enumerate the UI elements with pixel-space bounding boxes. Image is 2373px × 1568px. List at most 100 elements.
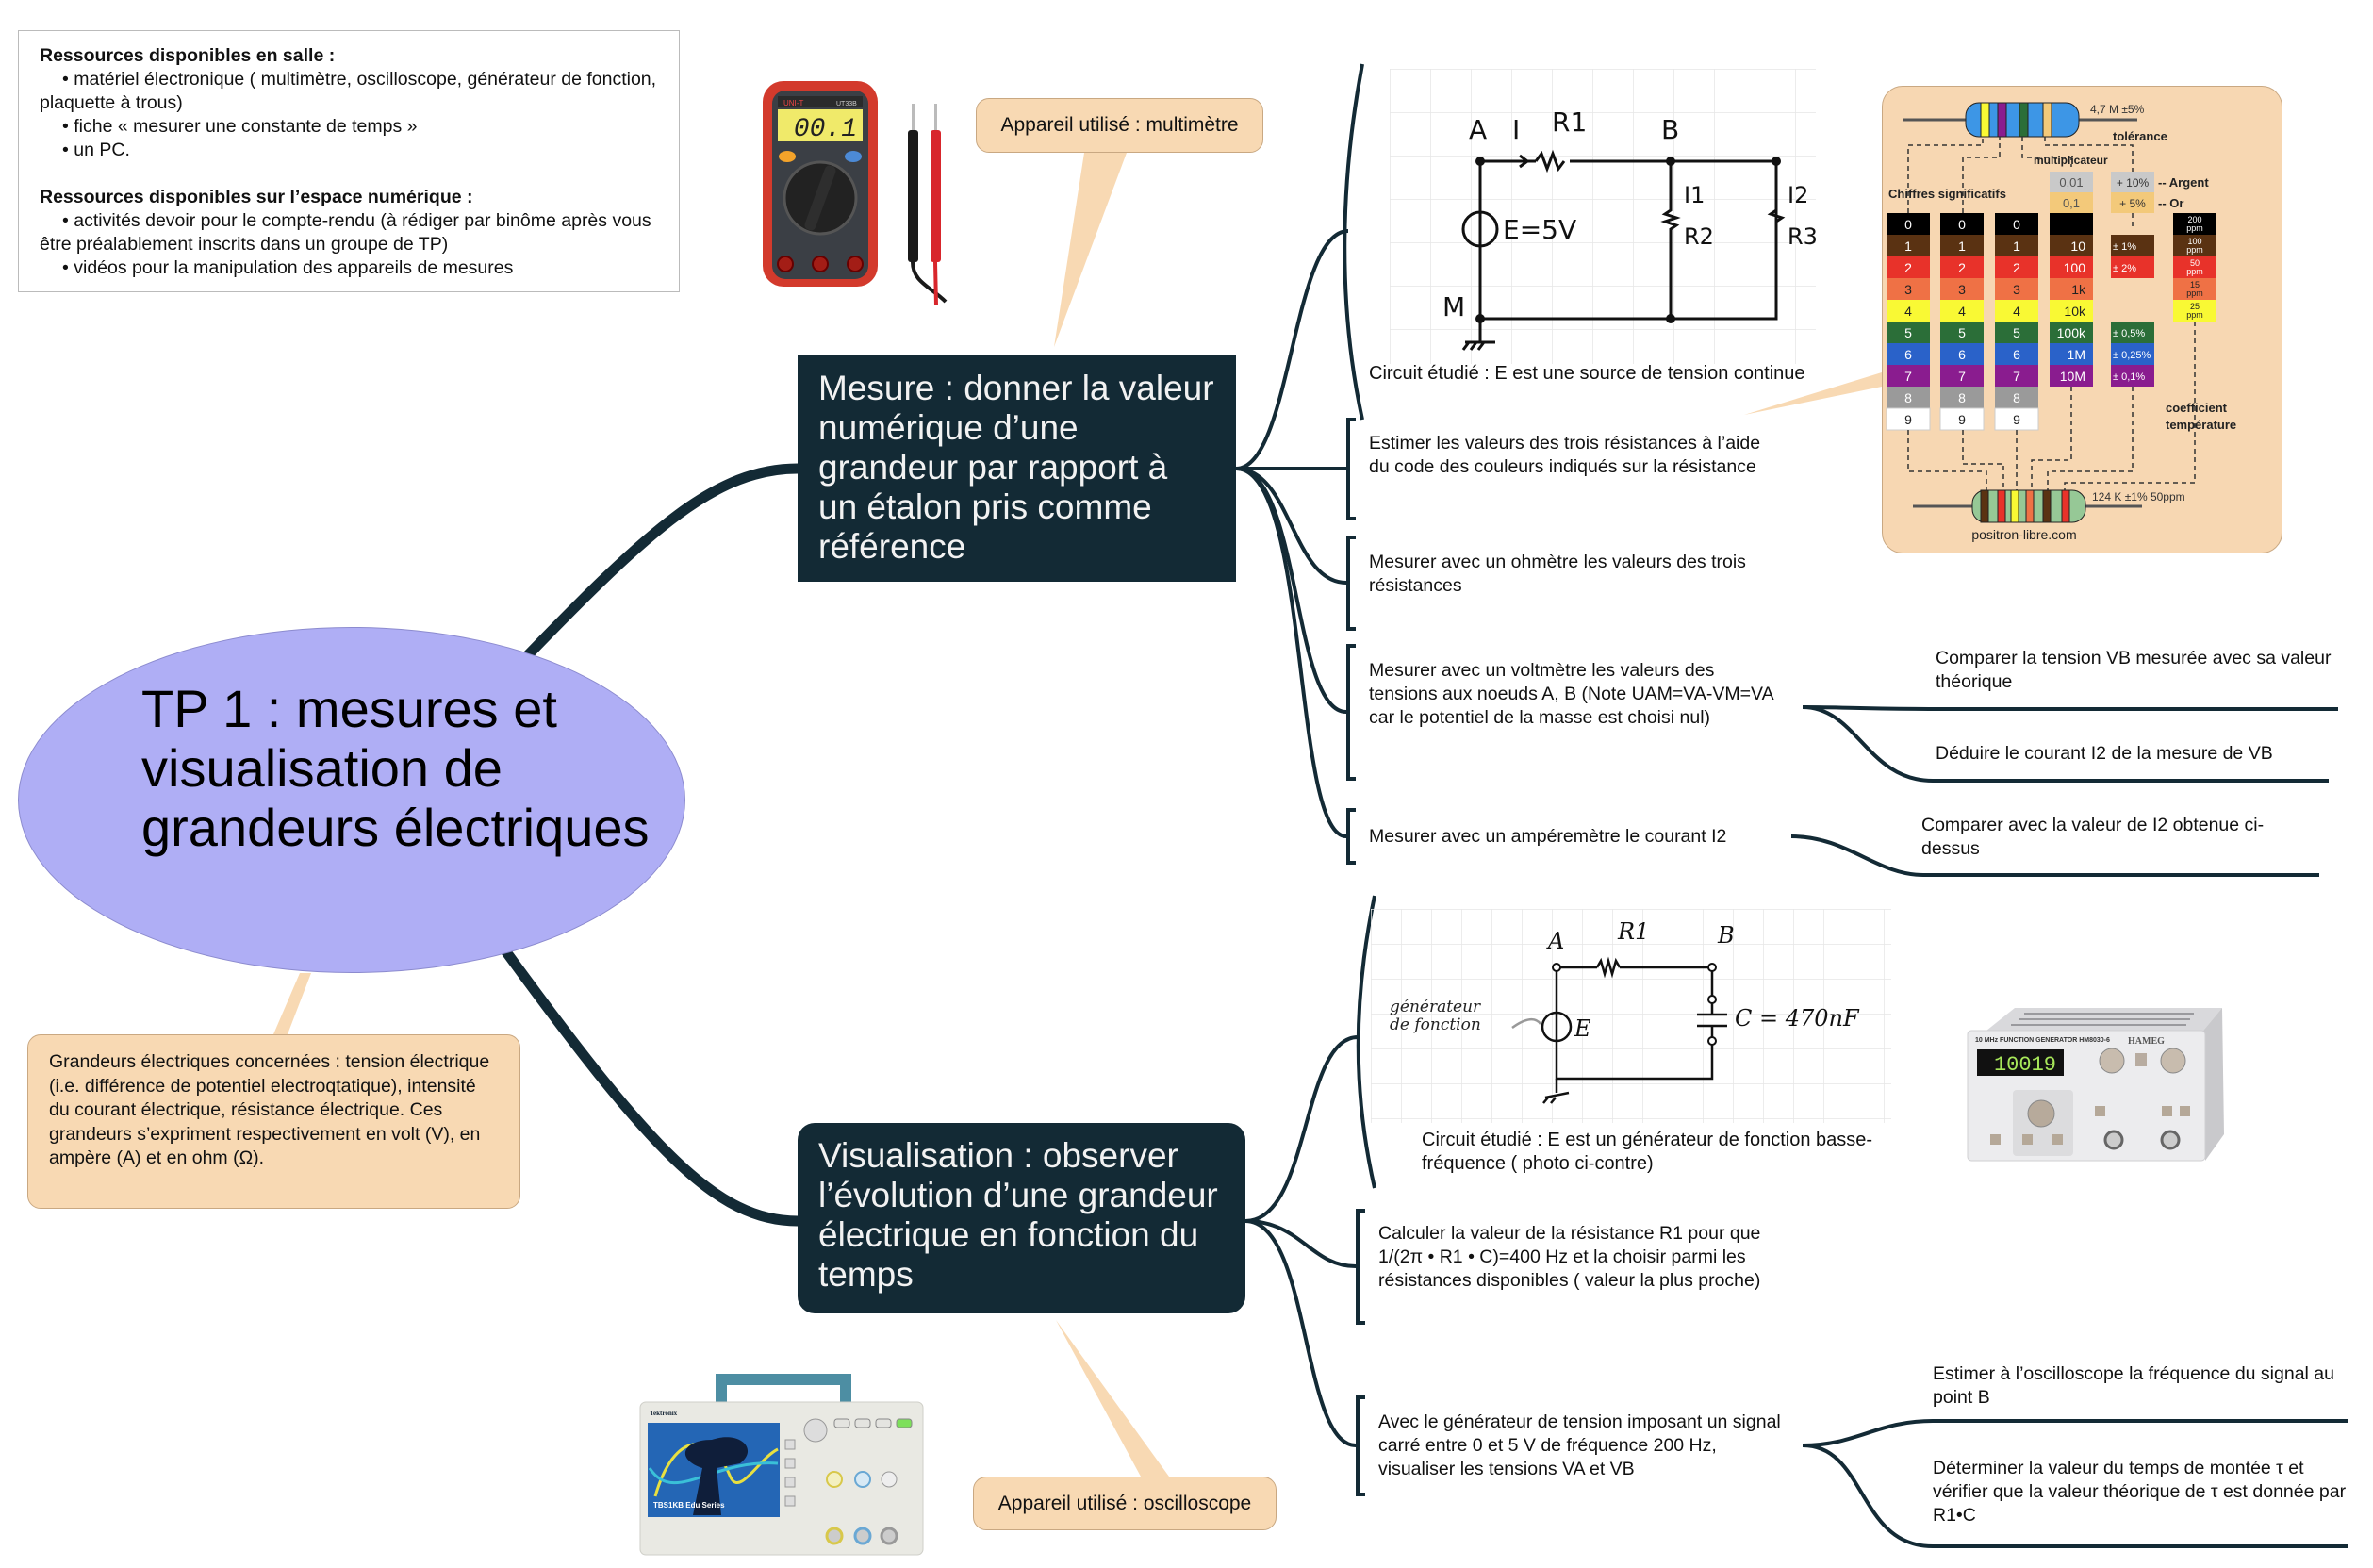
- generateur-child-estimer[interactable]: Estimer à l’oscilloscope la fréquence du…: [1933, 1363, 2334, 1408]
- tempcoef-unit: ppm: [2186, 223, 2203, 233]
- visu-item-calculer[interactable]: Calculer la valeur de la résistance R1 p…: [1378, 1223, 1761, 1291]
- digit-cell: [1995, 322, 2038, 343]
- multiplier-cell: [2050, 343, 2093, 365]
- circuit2-label-e: E: [1574, 1015, 1591, 1042]
- multiplier-value: 0,01: [2059, 175, 2083, 190]
- multiplier-cell: [2050, 322, 2093, 343]
- circuit2-caption: Circuit étudié : E est un générateur de …: [1422, 1130, 1873, 1174]
- oscilloscope-image: Tektronix TBS1KB Edu Series: [636, 1374, 927, 1563]
- link-mesure-circuit: [1235, 229, 1349, 470]
- item-bracket: [1356, 1209, 1365, 1325]
- topic-mesure-label: Mesure : donner la valeur numérique d’un…: [818, 369, 1214, 566]
- connector: [2064, 322, 2196, 490]
- multiplier-cell: [2050, 256, 2093, 278]
- digit-value: 6: [1904, 347, 1912, 362]
- digit-value: 5: [1904, 325, 1912, 340]
- callout-pointer-central: [273, 973, 311, 1034]
- digit-value: 4: [1958, 304, 1966, 319]
- tempcoef-cell: [2173, 213, 2216, 235]
- tempcoef-value: 50: [2190, 258, 2200, 268]
- digit-value: 3: [1904, 282, 1912, 297]
- resistor-band: [1980, 489, 1989, 523]
- item-bracket: [1346, 418, 1356, 520]
- digit-value: 8: [2013, 390, 2020, 405]
- mesure-item-voltmetre[interactable]: Mesurer avec un voltmètre les valeurs de…: [1369, 660, 1773, 728]
- digit-value: 6: [2013, 347, 2020, 362]
- callout-grandeurs: Grandeurs électriques concernées : tensi…: [27, 1034, 520, 1209]
- link-item4-child1: [1790, 834, 2319, 877]
- circuit2-label-gen: générateur de fonction: [1390, 999, 1481, 1034]
- generateur-child-determiner[interactable]: Déterminer la valeur du temps de montée …: [1933, 1458, 2347, 1526]
- digit-value: 4: [1904, 304, 1912, 319]
- multiplier-value: 10: [2070, 239, 2085, 254]
- generator-title: 10 MHz FUNCTION GENERATOR HM8030-6: [1975, 1037, 2110, 1044]
- topic-mesure[interactable]: Mesure : donner la valeur numérique d’un…: [798, 355, 1236, 582]
- multiplier-cell: [2050, 365, 2093, 387]
- digit-cell: [1995, 365, 2038, 387]
- digit-value: 4: [2013, 304, 2020, 319]
- visu-item-generateur[interactable]: Avec le générateur de tension imposant u…: [1378, 1411, 1781, 1479]
- resistor-band: [2042, 102, 2052, 138]
- digit-value: 2: [1958, 260, 1966, 275]
- digit-cell: [1887, 322, 1930, 343]
- circuit1-label-m: M: [1442, 291, 1465, 322]
- mesure-item-amperemetre[interactable]: Mesurer avec un ampéremètre le courant I…: [1369, 826, 1727, 847]
- circuit2-label-b: B: [1717, 922, 1735, 949]
- tempcoef-cell: [2173, 256, 2216, 278]
- digit-value: 0: [2013, 217, 2020, 232]
- link-visu-item1: [1244, 1219, 1357, 1268]
- resistor-band: [1997, 489, 2006, 523]
- link-visu-circuit: [1244, 1035, 1359, 1223]
- circuit1-label-b: B: [1661, 114, 1679, 145]
- digit-cell: [1995, 235, 2038, 256]
- resistor-band: [1997, 102, 2007, 138]
- callout-pointer-oscilloscope: [1056, 1320, 1169, 1477]
- multiplier-cell: [2050, 278, 2093, 300]
- or-label: -- Or: [2158, 196, 2183, 210]
- resources-online-item: • vidéos pour la manipulation des appare…: [62, 257, 514, 278]
- tempcoef-cell: [2173, 278, 2216, 300]
- central-topic[interactable]: [18, 627, 685, 973]
- multiplier-value: 10M: [2060, 369, 2085, 384]
- resources-room-item: • fiche « mesurer une constante de temps…: [62, 116, 418, 137]
- digit-cell: [1940, 213, 1984, 235]
- amperemetre-child-comparer[interactable]: Comparer avec la valeur de I2 obtenue ci…: [1921, 815, 2265, 859]
- digit-cell: [1995, 300, 2038, 322]
- function-generator-image: 10 MHz FUNCTION GENERATOR HM8030-6 HAMEG…: [1958, 1002, 2232, 1179]
- resistor-band: [2061, 489, 2070, 523]
- multiplier-value: 0,1: [2063, 196, 2080, 210]
- digit-cell: [1940, 256, 1984, 278]
- argent-label: -- Argent: [2158, 175, 2209, 190]
- digit-cell: [1887, 213, 1930, 235]
- digit-cell: [1887, 235, 1930, 256]
- callout-multimetre-text: Appareil utilisé : multimètre: [1000, 114, 1239, 136]
- circuit2-diagram: A R1 B E C = 470nF générateur de fonctio…: [1371, 909, 1891, 1123]
- digit-value: 1: [2013, 239, 2020, 254]
- digit-value: 6: [1958, 347, 1966, 362]
- digit-value: 8: [1958, 390, 1966, 405]
- connector: [1962, 430, 2004, 490]
- digit-cell: [1940, 343, 1984, 365]
- digit-value: 7: [1904, 369, 1912, 384]
- callout-pointer-multimetre: [1054, 153, 1127, 347]
- item-bracket: [1346, 536, 1356, 631]
- topic-visualisation[interactable]: Visualisation : observer l’évolution d’u…: [798, 1123, 1245, 1313]
- voltmetre-child-comparer[interactable]: Comparer la tension VB mesurée avec sa v…: [1936, 648, 2332, 692]
- mesure-item-ohmetre[interactable]: Mesurer avec un ohmètre les valeurs des …: [1369, 552, 1746, 596]
- voltmetre-child-deduire[interactable]: Déduire le courant I2 de la mesure de VB: [1936, 743, 2273, 764]
- digits-label: Chiffres significatifs: [1888, 187, 2006, 201]
- resistor-band: [1980, 102, 1990, 138]
- digit-cell: [1940, 235, 1984, 256]
- tolerance-value: + 5%: [2119, 197, 2146, 210]
- digit-cell: [1887, 256, 1930, 278]
- mesure-item-estimer[interactable]: Estimer les valeurs des trois résistance…: [1369, 433, 1761, 477]
- resistor-band: [2010, 489, 2019, 523]
- multiplier-cell: [2050, 192, 2093, 213]
- connector: [2044, 137, 2134, 172]
- resistor-band: [2025, 489, 2035, 523]
- digit-value: 7: [1958, 369, 1966, 384]
- tempcoef-value: 100: [2187, 237, 2201, 246]
- tempcoef-value: 15: [2190, 280, 2200, 289]
- tolerance-cell: [2111, 192, 2154, 213]
